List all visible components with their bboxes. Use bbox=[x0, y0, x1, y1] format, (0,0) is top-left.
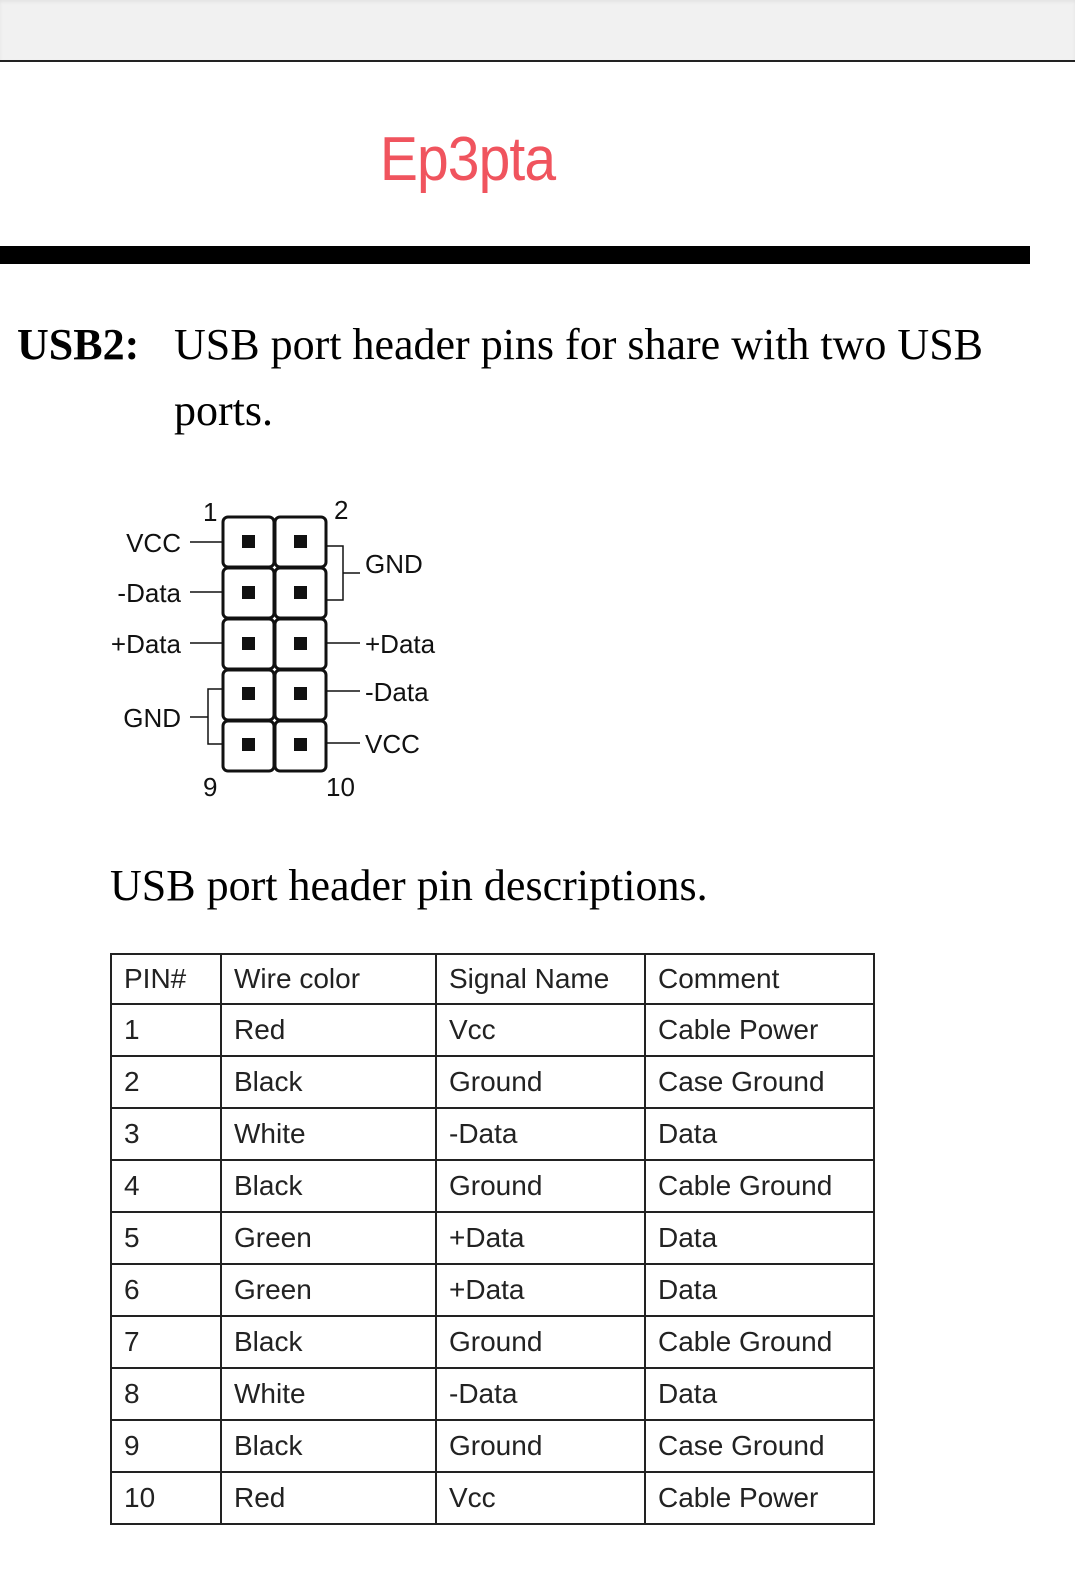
header-signal-name: Signal Name bbox=[435, 953, 646, 1005]
pin-number-9: 9 bbox=[203, 772, 217, 802]
cell-signal-name: -Data bbox=[435, 1107, 646, 1161]
cell-comment: Case Ground bbox=[644, 1419, 875, 1473]
section-divider bbox=[0, 246, 1030, 264]
leader-lines bbox=[190, 541, 360, 745]
left-label-vcc: VCC bbox=[126, 528, 181, 558]
pin-grid bbox=[221, 515, 328, 773]
cell-wire-color: Black bbox=[220, 1419, 437, 1473]
right-label-vcc: VCC bbox=[365, 729, 420, 759]
cell-signal-name: Vcc bbox=[435, 1003, 646, 1057]
heading-text-line1: USB port header pins for share with two … bbox=[174, 320, 984, 369]
pin-square bbox=[242, 687, 255, 700]
heading-text-line2: ports. bbox=[174, 386, 273, 435]
pin-square bbox=[294, 637, 307, 650]
header-wire-color: Wire color bbox=[220, 953, 437, 1005]
cell-pin: 6 bbox=[110, 1263, 222, 1317]
cell-pin: 9 bbox=[110, 1419, 222, 1473]
pin-square bbox=[242, 586, 255, 599]
cell-wire-color: White bbox=[220, 1367, 437, 1421]
cell-wire-color: White bbox=[220, 1107, 437, 1161]
pin-number-1: 1 bbox=[203, 497, 217, 527]
header-comment: Comment bbox=[644, 953, 875, 1005]
table-title: USB port header pin descriptions. bbox=[110, 861, 708, 910]
heading-label: USB2: bbox=[17, 320, 140, 369]
cell-pin: 1 bbox=[110, 1003, 222, 1057]
pin-square bbox=[242, 738, 255, 751]
cell-wire-color: Green bbox=[220, 1211, 437, 1265]
pin-square bbox=[242, 535, 255, 548]
usb-header-pin-diagram: 1 2 9 10 bbox=[100, 490, 480, 820]
cell-signal-name: Ground bbox=[435, 1159, 646, 1213]
pin-square bbox=[294, 687, 307, 700]
cell-comment: Cable Ground bbox=[644, 1315, 875, 1369]
pin-number-10: 10 bbox=[326, 772, 355, 802]
right-label-plus-data: +Data bbox=[365, 629, 436, 659]
cell-comment: Case Ground bbox=[644, 1055, 875, 1109]
cell-wire-color: Black bbox=[220, 1315, 437, 1369]
cell-signal-name: Ground bbox=[435, 1055, 646, 1109]
pin-squares bbox=[242, 535, 307, 751]
table-header-row: PIN# Wire color Signal Name Comment bbox=[110, 953, 875, 1005]
cell-pin: 8 bbox=[110, 1367, 222, 1421]
pin-number-2: 2 bbox=[334, 495, 348, 525]
cell-signal-name: -Data bbox=[435, 1367, 646, 1421]
cell-pin: 5 bbox=[110, 1211, 222, 1265]
cell-wire-color: Red bbox=[220, 1471, 437, 1525]
pin-diagram-svg: 1 2 9 10 bbox=[111, 495, 436, 802]
cell-pin: 4 bbox=[110, 1159, 222, 1213]
pin-square bbox=[294, 535, 307, 548]
cell-comment: Data bbox=[644, 1367, 875, 1421]
cell-pin: 2 bbox=[110, 1055, 222, 1109]
cell-signal-name: Vcc bbox=[435, 1471, 646, 1525]
right-label-minus-data: -Data bbox=[365, 677, 429, 707]
cell-signal-name: +Data bbox=[435, 1211, 646, 1265]
left-label-gnd: GND bbox=[123, 703, 181, 733]
left-label-plus-data: +Data bbox=[111, 629, 182, 659]
left-label-minus-data: -Data bbox=[117, 578, 181, 608]
cell-wire-color: Red bbox=[220, 1003, 437, 1057]
cell-comment: Cable Power bbox=[644, 1003, 875, 1057]
cell-signal-name: Ground bbox=[435, 1315, 646, 1369]
pin-square bbox=[242, 637, 255, 650]
cell-pin: 10 bbox=[110, 1471, 222, 1525]
pin-square bbox=[294, 738, 307, 751]
cell-comment: Data bbox=[644, 1211, 875, 1265]
page-title: Ep3pta bbox=[379, 125, 556, 194]
right-label-gnd: GND bbox=[365, 549, 423, 579]
cell-wire-color: Black bbox=[220, 1159, 437, 1213]
cell-comment: Cable Power bbox=[644, 1471, 875, 1525]
cell-wire-color: Black bbox=[220, 1055, 437, 1109]
cell-signal-name: Ground bbox=[435, 1419, 646, 1473]
cell-comment: Data bbox=[644, 1107, 875, 1161]
cell-comment: Cable Ground bbox=[644, 1159, 875, 1213]
top-toolbar bbox=[0, 0, 1075, 62]
cell-comment: Data bbox=[644, 1263, 875, 1317]
cell-pin: 7 bbox=[110, 1315, 222, 1369]
pin-square bbox=[294, 586, 307, 599]
cell-wire-color: Green bbox=[220, 1263, 437, 1317]
header-pin: PIN# bbox=[110, 953, 222, 1005]
cell-pin: 3 bbox=[110, 1107, 222, 1161]
section-heading: USB2: USB port header pins for share with… bbox=[17, 312, 983, 444]
cell-signal-name: +Data bbox=[435, 1263, 646, 1317]
